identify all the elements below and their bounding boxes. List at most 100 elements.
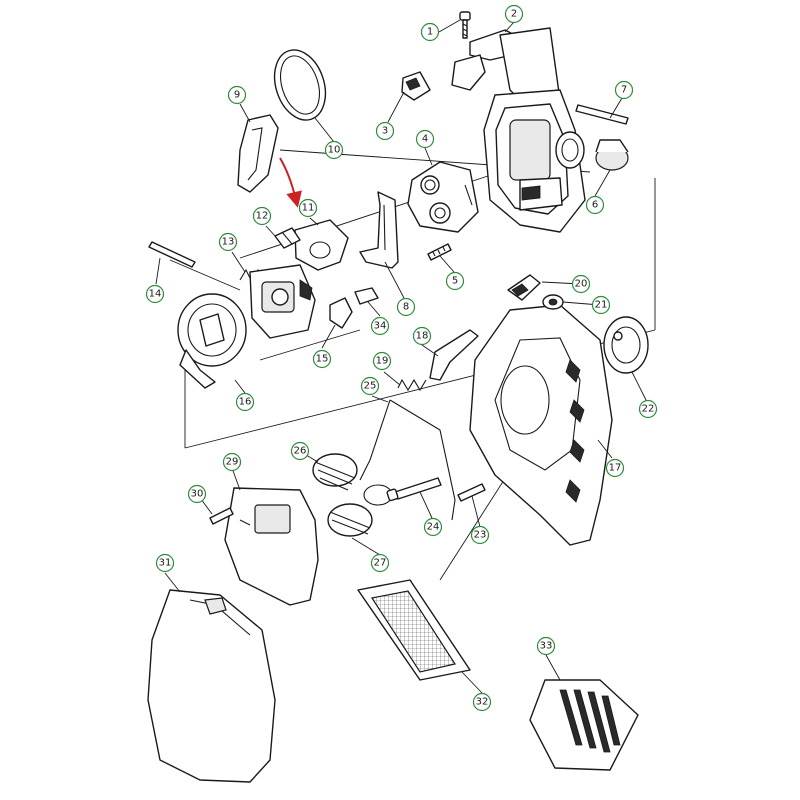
svg-text:24: 24 (427, 522, 440, 533)
callout-21: 21 (591, 295, 611, 315)
svg-text:21: 21 (595, 300, 608, 311)
callout-13: 13 (218, 232, 238, 252)
part-flange-4 (407, 161, 479, 233)
callout-10: 10 (324, 140, 344, 160)
callout-12: 12 (252, 206, 272, 226)
callout-16: 16 (235, 392, 255, 412)
callout-5: 5 (445, 271, 465, 291)
callouts: 1 2 3 4 5 6 7 8 9 10 11 12 13 14 15 16 1… (145, 4, 658, 712)
svg-text:30: 30 (191, 489, 204, 500)
part-hose-15 (329, 297, 353, 329)
callout-25: 25 (360, 376, 380, 396)
svg-text:13: 13 (222, 237, 235, 248)
svg-text:33: 33 (540, 641, 553, 652)
part-outer-cover-31 (147, 589, 276, 783)
svg-text:2: 2 (511, 9, 517, 20)
svg-text:7: 7 (621, 85, 627, 96)
svg-text:19: 19 (376, 356, 389, 367)
part-grommet-21 (542, 294, 564, 310)
callout-9: 9 (227, 85, 247, 105)
callout-26: 26 (290, 441, 310, 461)
svg-text:34: 34 (374, 321, 387, 332)
highlight-arrow (279, 157, 302, 208)
svg-text:11: 11 (302, 203, 315, 214)
part-fitting-34 (354, 287, 379, 305)
part-filter-element-32 (357, 579, 471, 681)
svg-text:9: 9 (234, 90, 240, 101)
part-cap-3 (401, 71, 431, 101)
callout-14: 14 (145, 284, 165, 304)
callout-23: 23 (470, 525, 490, 545)
svg-text:1: 1 (427, 27, 433, 38)
part-crankcase (483, 89, 586, 233)
callout-32: 32 (472, 692, 492, 712)
callout-27: 27 (370, 553, 390, 573)
part-filter-base-16 (177, 293, 247, 389)
part-ring-10 (273, 49, 327, 121)
callout-3: 3 (375, 121, 395, 141)
callout-15: 15 (312, 349, 332, 369)
part-starter-22 (603, 316, 649, 374)
svg-text:29: 29 (226, 457, 239, 468)
callout-33: 33 (536, 636, 556, 656)
svg-text:22: 22 (642, 404, 655, 415)
svg-text:18: 18 (416, 331, 429, 342)
callout-17: 17 (605, 458, 625, 478)
svg-text:17: 17 (609, 463, 622, 474)
callout-18: 18 (412, 326, 432, 346)
svg-text:6: 6 (592, 200, 598, 211)
svg-text:16: 16 (239, 397, 252, 408)
part-clip-12 (274, 227, 301, 249)
part-filter-26 (312, 453, 358, 491)
callout-4: 4 (415, 129, 435, 149)
callout-7: 7 (614, 80, 634, 100)
callout-6: 6 (585, 195, 605, 215)
part-spring-19 (397, 378, 427, 392)
svg-text:31: 31 (159, 558, 172, 569)
svg-text:14: 14 (149, 289, 162, 300)
callout-30: 30 (187, 484, 207, 504)
callout-19: 19 (372, 351, 392, 371)
part-primer-6 (595, 139, 629, 171)
svg-text:8: 8 (403, 302, 409, 313)
svg-text:3: 3 (382, 126, 388, 137)
part-screw-30 (209, 507, 234, 525)
svg-text:5: 5 (452, 276, 458, 287)
callout-20: 20 (571, 274, 591, 294)
svg-text:20: 20 (575, 279, 588, 290)
callout-8: 8 (396, 297, 416, 317)
part-gasket-8 (359, 191, 399, 269)
callout-29: 29 (222, 452, 242, 472)
part-bolt-24 (386, 477, 442, 502)
part-carburetor (249, 264, 316, 339)
svg-text:10: 10 (328, 145, 341, 156)
part-grille-33 (529, 679, 639, 771)
part-bolt-23 (457, 483, 486, 502)
part-insulator-11 (294, 219, 349, 271)
part-filter-27 (327, 484, 393, 537)
callout-34: 34 (370, 316, 390, 336)
part-trigger-20 (507, 274, 541, 301)
svg-text:4: 4 (422, 134, 428, 145)
part-housing-17 (469, 304, 613, 546)
part-cover-29 (224, 487, 319, 606)
svg-text:12: 12 (256, 211, 269, 222)
callout-2: 2 (504, 4, 524, 24)
part-bracket-2 (451, 27, 561, 111)
callout-31: 31 (155, 553, 175, 573)
part-rod-14 (148, 241, 196, 268)
svg-text:25: 25 (364, 381, 377, 392)
part-strap-25 (359, 399, 456, 521)
svg-text:32: 32 (476, 697, 489, 708)
svg-text:26: 26 (294, 446, 307, 457)
callout-22: 22 (638, 399, 658, 419)
svg-text:23: 23 (474, 530, 487, 541)
part-screw-1 (459, 11, 471, 39)
callout-11: 11 (298, 198, 318, 218)
svg-text:27: 27 (374, 558, 387, 569)
part-shield-9 (237, 114, 279, 193)
part-pin-7 (575, 104, 629, 125)
callout-1: 1 (420, 22, 440, 42)
part-lever-18 (429, 329, 479, 381)
callout-24: 24 (423, 517, 443, 537)
